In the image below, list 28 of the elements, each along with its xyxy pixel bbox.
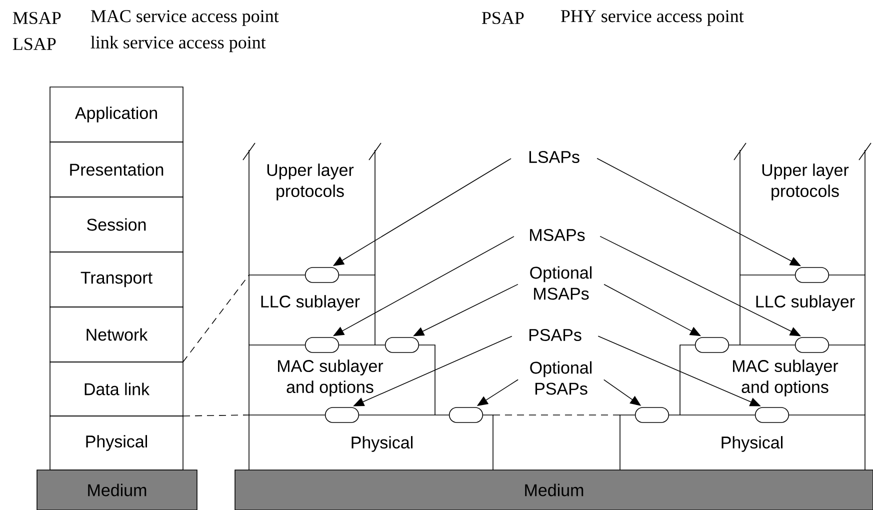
callout-text: MSAPs xyxy=(530,228,585,242)
abbreviation: LSAP xyxy=(12,38,56,50)
layer-box: Transport xyxy=(50,252,184,308)
layer-label: MAC sublayer and options xyxy=(733,360,838,396)
layer-label: Upper layer protocols xyxy=(762,164,849,200)
callout-text: PSAPs xyxy=(529,328,582,342)
abbreviation: PSAP xyxy=(482,12,524,24)
medium-bar: Medium xyxy=(234,470,873,510)
layer-label: LLC sublayer xyxy=(756,295,855,311)
layer-box: Data link xyxy=(50,362,184,416)
callout-text: LSAPs xyxy=(529,150,580,164)
layer-label: MAC sublayer and options xyxy=(278,360,384,396)
layer-box: Physical xyxy=(50,416,184,470)
layer-box: Application xyxy=(50,86,184,142)
abbreviation: MSAP xyxy=(12,12,61,24)
layer-label: Physical xyxy=(722,436,782,452)
layer-box: Session xyxy=(50,196,184,252)
definition-text: PHY service access point xyxy=(560,10,744,26)
callout-text: Optional MSAPs xyxy=(530,266,592,300)
layer-label: Upper layer protocols xyxy=(267,164,354,200)
layer-label: Physical xyxy=(352,436,412,452)
layer-box: Presentation xyxy=(50,142,184,198)
layer-box: Network xyxy=(50,306,184,362)
callout-text: Optional PSAPs xyxy=(530,361,592,395)
definition-text: link service access point xyxy=(90,36,266,52)
medium-bar: Medium xyxy=(36,470,198,510)
layer-label: LLC sublayer xyxy=(261,295,360,311)
definition-text: MAC service access point xyxy=(90,10,279,26)
